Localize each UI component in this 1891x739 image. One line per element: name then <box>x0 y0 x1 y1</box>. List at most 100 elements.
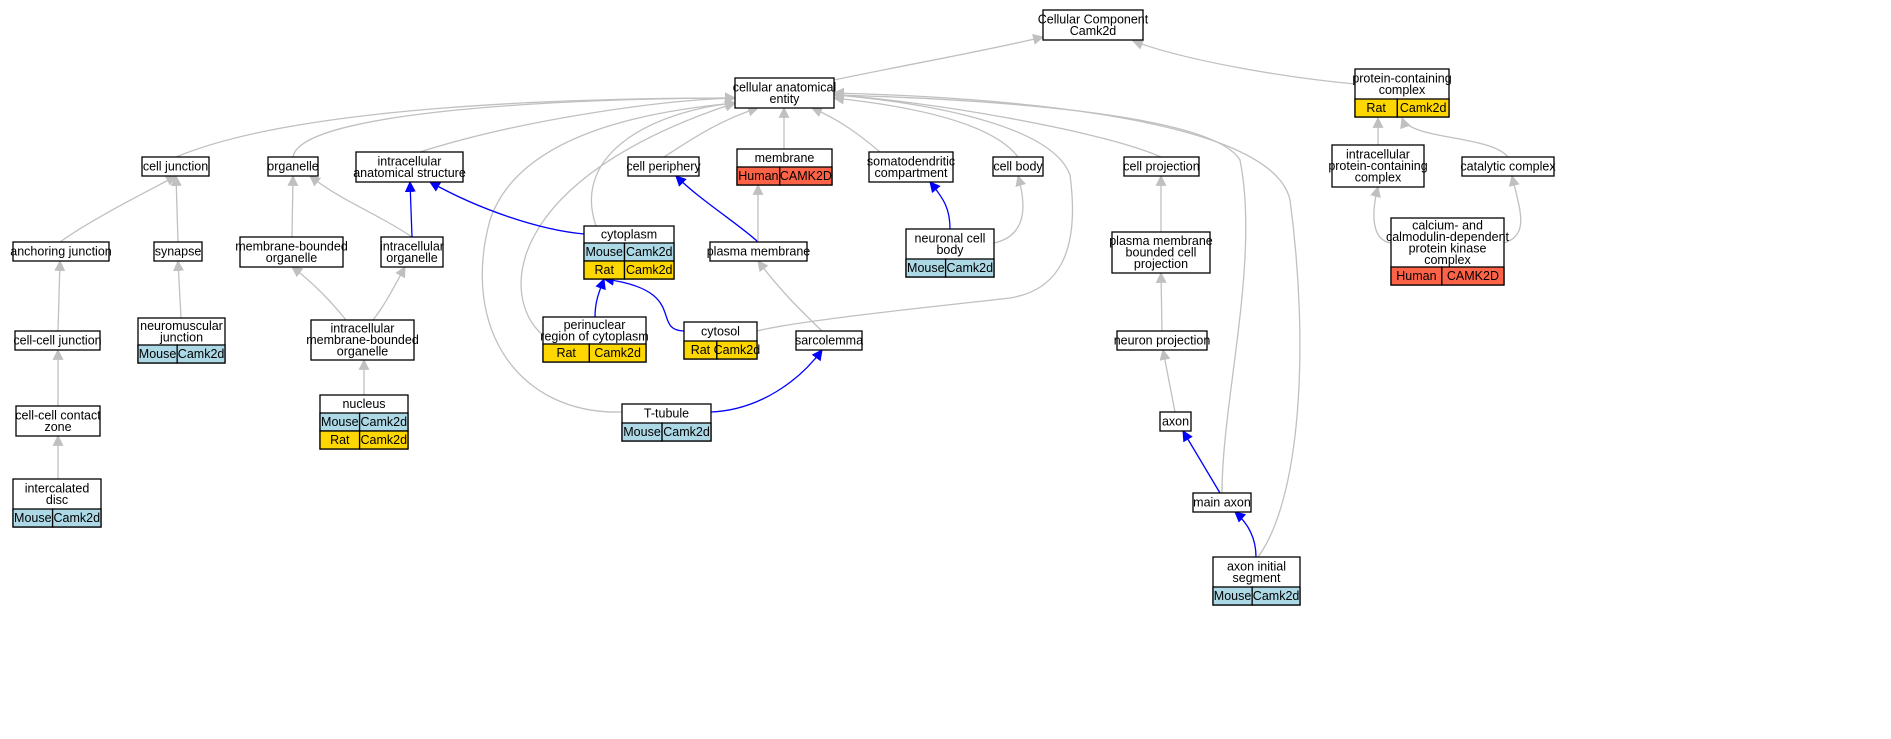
gene-cell <box>1441 266 1505 286</box>
edge-ncb-cb <box>993 174 1027 244</box>
node-box <box>12 241 110 262</box>
node-label: zone <box>44 420 71 434</box>
node-maxon[interactable]: main axon <box>1192 492 1252 513</box>
node-aj[interactable]: anchoring junction <box>10 241 112 262</box>
node-box <box>1192 492 1252 513</box>
edge-org-cae <box>292 92 737 158</box>
node-catc[interactable]: catalytic complex <box>1460 156 1556 177</box>
node-cper[interactable]: cell periphery <box>626 156 701 177</box>
edge-cyto-cae <box>590 98 737 227</box>
edge-ias-cae <box>419 92 737 153</box>
node-label: neuron projection <box>1114 334 1211 348</box>
node-label: intracellular <box>331 322 395 336</box>
node-cj[interactable]: cell junction <box>141 156 210 177</box>
node-box <box>239 236 344 268</box>
node-label: disc <box>46 493 68 507</box>
edge-mbo-org <box>287 174 299 238</box>
edge-ttub-sarc <box>710 349 823 413</box>
gene-cell <box>716 340 758 360</box>
node-pm[interactable]: plasma membrane <box>707 241 811 262</box>
node-label: somatodendritic <box>867 154 955 168</box>
node-label: cell-cell contact <box>15 408 101 422</box>
gene-cell <box>358 430 409 450</box>
node-box <box>1331 144 1425 188</box>
node-label: cell junction <box>143 160 208 174</box>
edge-nmj-syn <box>173 259 185 319</box>
node-label: complex <box>1424 253 1471 267</box>
node-nproj[interactable]: neuron projection <box>1114 330 1211 351</box>
node-box <box>1461 156 1555 177</box>
node-label: compartment <box>875 166 948 180</box>
node-box <box>1116 330 1208 351</box>
node-label: body <box>936 243 964 257</box>
node-label: cellular anatomical <box>733 80 837 94</box>
node-cproj[interactable]: cell projection <box>1123 156 1200 177</box>
edge-catc-pcc <box>1400 116 1509 158</box>
node-label: junction <box>159 330 203 344</box>
edge-io-org <box>309 175 413 238</box>
node-box <box>310 319 415 361</box>
species-label: Rat <box>556 346 576 360</box>
edge-ais-maxon <box>1234 511 1257 558</box>
gene-label: Camk2d <box>1400 101 1447 115</box>
node-label: complex <box>1355 171 1402 185</box>
node-camkc[interactable]: calcium- andcalmodulin-dependentprotein … <box>1386 217 1510 286</box>
node-org[interactable]: organelle <box>267 156 319 177</box>
edge-pcc-root <box>1131 39 1356 85</box>
node-label: cell body <box>993 160 1043 174</box>
node-syn[interactable]: synapse <box>153 241 203 262</box>
node-label: intercalated <box>25 481 90 495</box>
edge-pnr-cae <box>520 100 737 336</box>
node-box <box>795 330 863 351</box>
node-box <box>380 236 444 268</box>
gene-label: Camk2d <box>714 343 761 357</box>
node-box <box>141 156 210 177</box>
node-label: membrane-bounded <box>306 333 419 347</box>
edge-ncb-sdc <box>929 181 951 230</box>
gene-label: Camk2d <box>663 425 710 439</box>
node-label: cell-cell junction <box>13 334 101 348</box>
node-cb[interactable]: cell body <box>992 156 1044 177</box>
node-label: region of cytoplasm <box>540 329 648 343</box>
edge-sarc-pm <box>757 260 823 332</box>
gene-cell <box>1251 586 1301 606</box>
node-label: Camk2d <box>1070 24 1117 38</box>
edge-syn-cj <box>170 174 182 243</box>
node-label: projection <box>1134 257 1188 271</box>
node-label: entity <box>770 92 801 106</box>
node-ccj[interactable]: cell-cell junction <box>13 330 102 351</box>
edge-io-ias <box>404 180 416 238</box>
edge-maxon-axon <box>1182 430 1221 494</box>
node-label: perinuclear <box>564 318 626 332</box>
node-sarc[interactable]: sarcolemma <box>795 330 863 351</box>
species-label: Rat <box>691 343 711 357</box>
edge-pm-cper <box>675 175 759 243</box>
node-box <box>627 156 700 177</box>
node-axon[interactable]: axon <box>1159 411 1192 432</box>
node-label: calmodulin-dependent <box>1386 230 1510 244</box>
gene-label: Camk2d <box>947 261 994 275</box>
node-box <box>992 156 1044 177</box>
